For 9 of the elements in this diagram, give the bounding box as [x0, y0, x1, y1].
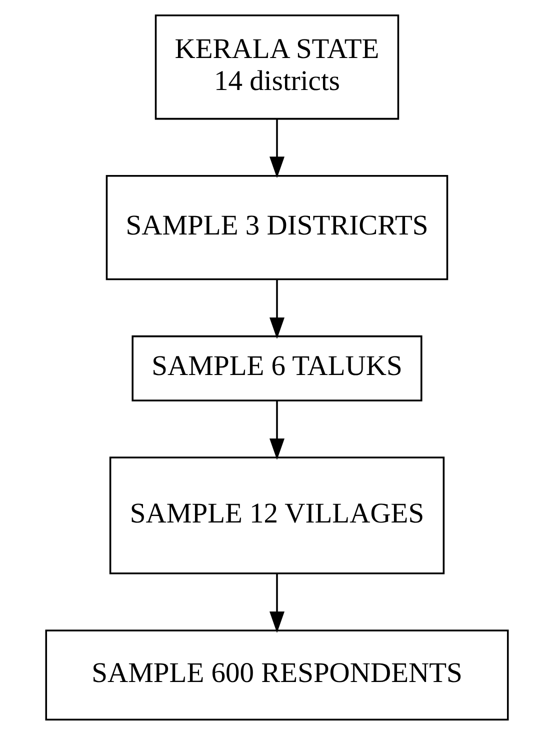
node-box: SAMPLE 6 TALUKS: [131, 335, 422, 402]
arrow: [269, 400, 284, 460]
arrow: [269, 280, 284, 339]
node-box: SAMPLE 12 VILLAGES: [108, 456, 444, 574]
node-box: SAMPLE 600 RESPONDENTS: [44, 630, 508, 720]
arrow: [269, 119, 284, 178]
node-box: SAMPLE 3 DISTRICRTS: [105, 174, 448, 280]
arrow: [269, 574, 284, 633]
node-box: KERALA STATE 14 districts: [154, 14, 399, 120]
